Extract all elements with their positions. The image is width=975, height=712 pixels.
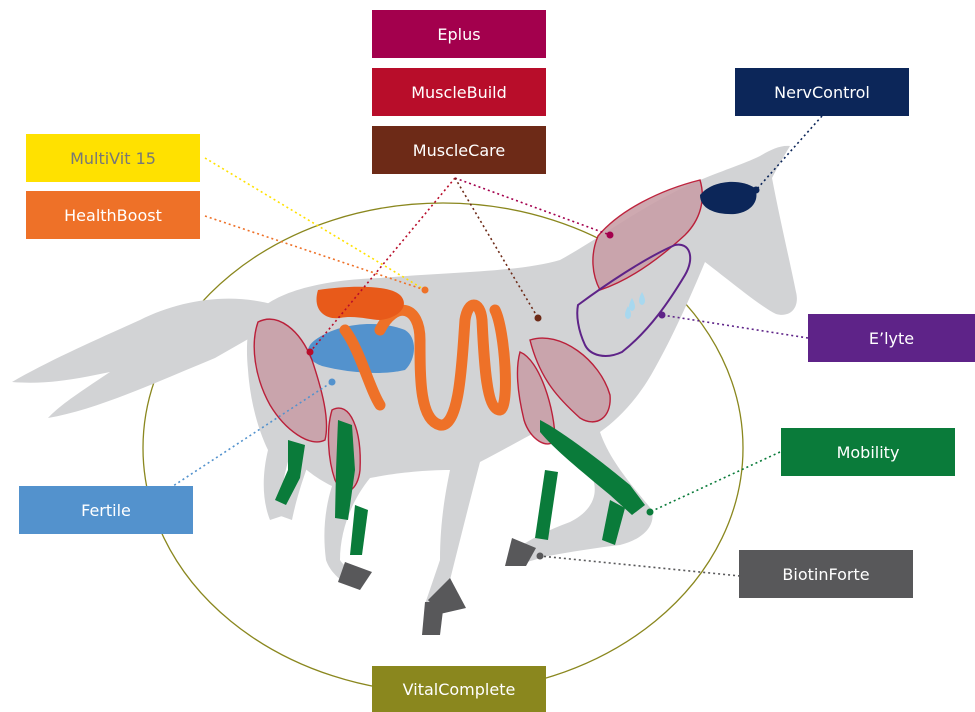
- label-multivit: MultiVit 15: [26, 134, 200, 182]
- label-musclebuild: MuscleBuild: [372, 68, 546, 116]
- label-elyte: E’lyte: [808, 314, 975, 362]
- connector-eplus: [454, 177, 611, 236]
- muscle-hindquarter: [253, 318, 328, 443]
- connector-lines: [169, 115, 823, 577]
- connector-nervcontrol: [755, 115, 823, 191]
- label-mobility: Mobility: [781, 428, 955, 476]
- horse-stomach: [316, 286, 404, 320]
- muscle-neck: [592, 179, 703, 291]
- connector-mobility: [649, 451, 781, 513]
- label-vitalcomplete: VitalComplete: [372, 666, 546, 712]
- muscle-foreleg: [516, 351, 556, 445]
- bone-foreleg-lower: [602, 500, 625, 545]
- bone-cannon: [535, 470, 558, 540]
- connector-biotinforte: [539, 555, 741, 577]
- connector-dots: [306, 186, 760, 560]
- connector-musclecare: [454, 177, 539, 319]
- bone-hind-leg-2: [335, 420, 355, 520]
- label-fertile: Fertile: [19, 486, 193, 534]
- connector-healthboost: [204, 215, 426, 291]
- muscle-shoulder: [529, 337, 611, 423]
- bone-hind-leg-3: [350, 505, 368, 555]
- horse-intestines: [339, 299, 511, 431]
- hoof-hind-left: [338, 562, 372, 590]
- connector-elyte: [661, 314, 809, 339]
- label-musclecare: MuscleCare: [372, 126, 546, 174]
- label-nervcontrol: NervControl: [735, 68, 909, 116]
- hoof-front-left: [505, 538, 536, 566]
- horse-bones: [275, 420, 645, 555]
- horse-tail: [12, 298, 275, 418]
- connector-multivit: [204, 157, 426, 291]
- bone-foreleg: [540, 420, 645, 515]
- label-eplus: Eplus: [372, 10, 546, 58]
- horse-brain: [700, 181, 757, 215]
- label-biotinforte: BiotinForte: [739, 550, 913, 598]
- connector-fertile: [169, 381, 333, 489]
- water-drops-icon: [625, 292, 645, 319]
- bone-hind-leg: [275, 440, 305, 505]
- elyte-region: [576, 243, 692, 357]
- hoof-hind-back: [422, 602, 444, 635]
- horse-hooves: [338, 538, 536, 635]
- label-healthboost: HealthBoost: [26, 191, 200, 239]
